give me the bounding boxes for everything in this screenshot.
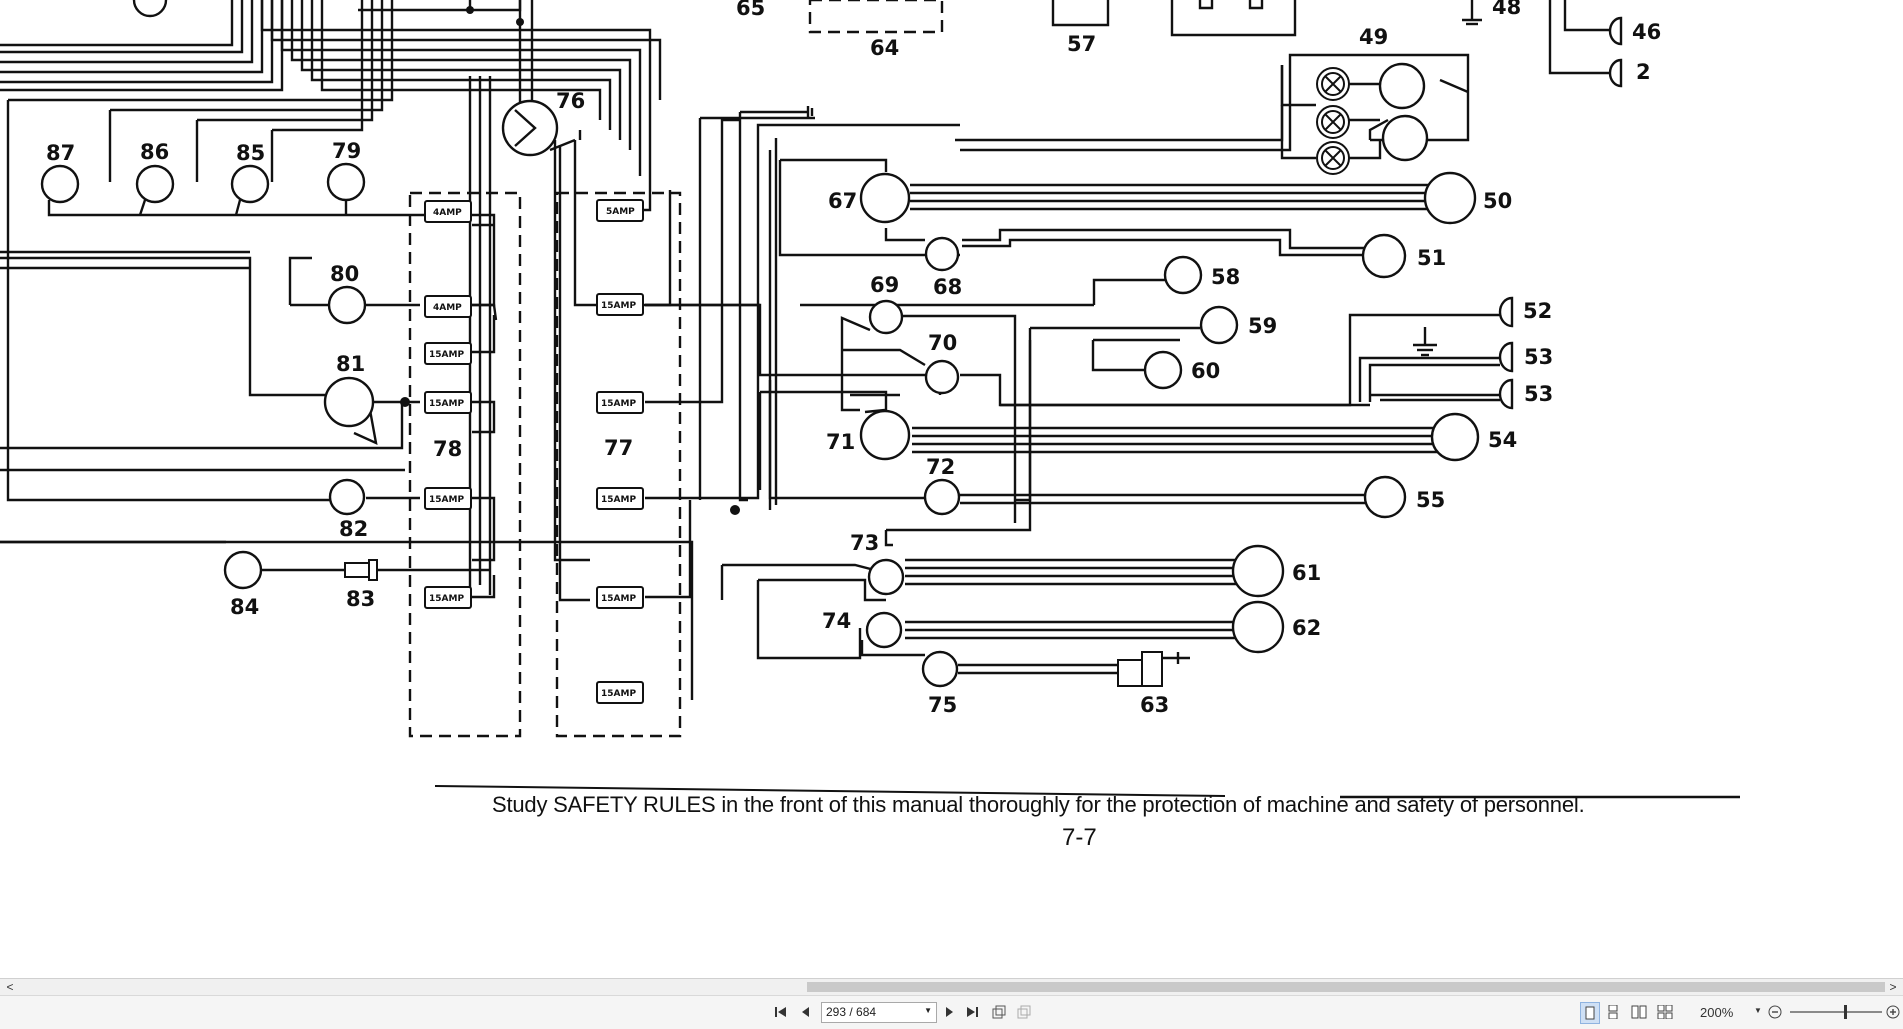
horizontal-scrollbar[interactable]: < > bbox=[0, 978, 1903, 995]
component-label: 71 bbox=[826, 430, 855, 454]
component-label: 81 bbox=[336, 352, 365, 376]
fuse-label: 15AMP bbox=[601, 495, 636, 505]
fuse-label: 15AMP bbox=[601, 689, 636, 699]
component-label: 61 bbox=[1292, 561, 1321, 585]
scroll-left-arrow[interactable]: < bbox=[6, 980, 14, 994]
zoom-out-icon[interactable] bbox=[1766, 1002, 1784, 1022]
single-page-icon[interactable] bbox=[1580, 1002, 1600, 1024]
paste-icon[interactable] bbox=[1015, 1002, 1033, 1022]
component-label: 67 bbox=[828, 189, 857, 213]
safety-caption: Study SAFETY RULES in the front of this … bbox=[492, 792, 1585, 817]
component-label: 58 bbox=[1211, 265, 1240, 289]
component-label: 85 bbox=[236, 141, 265, 165]
component-label: 46 bbox=[1632, 20, 1661, 44]
component-label: 51 bbox=[1417, 246, 1446, 270]
zoom-slider[interactable] bbox=[1790, 1005, 1882, 1019]
component-label: 53 bbox=[1524, 382, 1553, 406]
component-label: 2 bbox=[1636, 60, 1651, 84]
component-label: 73 bbox=[850, 531, 879, 555]
component-label: 77 bbox=[604, 436, 633, 460]
page-label: 7-7 bbox=[1062, 824, 1097, 851]
fuse-label: 4AMP bbox=[433, 208, 462, 218]
chevron-down-icon: ▼ bbox=[924, 1006, 932, 1015]
component-label: 82 bbox=[339, 517, 368, 541]
component-label: 48 bbox=[1492, 0, 1521, 19]
component-label: 80 bbox=[330, 262, 359, 286]
zoom-slider-handle[interactable] bbox=[1844, 1005, 1847, 1019]
component-label: 59 bbox=[1248, 314, 1277, 338]
fuse-label: 15AMP bbox=[601, 399, 636, 409]
fuse-label: 15AMP bbox=[601, 301, 636, 311]
component-label: 49 bbox=[1359, 25, 1388, 49]
first-page-icon[interactable] bbox=[773, 1002, 789, 1022]
component-label: 55 bbox=[1416, 488, 1445, 512]
fuse-label: 15AMP bbox=[429, 495, 464, 505]
zoom-select[interactable]: 200% ▼ bbox=[1694, 1002, 1762, 1022]
component-label: 83 bbox=[346, 587, 375, 611]
component-label: 65 bbox=[736, 0, 765, 20]
component-label: 53 bbox=[1524, 345, 1553, 369]
component-label: 72 bbox=[926, 455, 955, 479]
component-label: 69 bbox=[870, 273, 899, 297]
scroll-thumb[interactable] bbox=[807, 982, 1885, 992]
component-label: 75 bbox=[928, 693, 957, 717]
wiring-diagram: 87 86 85 79 80 81 82 84 83 76 78 77 67 6… bbox=[0, 0, 1740, 799]
component-label: 50 bbox=[1483, 189, 1512, 213]
fuse-label: 15AMP bbox=[429, 594, 464, 604]
component-label: 78 bbox=[433, 437, 462, 461]
two-page-continuous-icon[interactable] bbox=[1656, 1002, 1674, 1022]
component-label: 79 bbox=[332, 139, 361, 163]
component-label: 74 bbox=[822, 609, 851, 633]
two-page-icon[interactable] bbox=[1630, 1002, 1648, 1022]
component-label: 60 bbox=[1191, 359, 1220, 383]
component-label: 87 bbox=[46, 141, 75, 165]
prev-page-icon[interactable] bbox=[797, 1002, 813, 1022]
next-page-icon[interactable] bbox=[942, 1002, 958, 1022]
document-viewport: 87 86 85 79 80 81 82 84 83 76 78 77 67 6… bbox=[0, 0, 1740, 851]
component-label: 54 bbox=[1488, 428, 1517, 452]
component-label: 68 bbox=[933, 275, 962, 299]
fuse-label: 4AMP bbox=[433, 303, 462, 313]
viewer-toolbar: 293 / 684 ▼ 200% ▼ bbox=[0, 995, 1903, 1029]
copy-icon[interactable] bbox=[990, 1002, 1008, 1022]
component-label: 84 bbox=[230, 595, 259, 619]
page-number-select[interactable]: 293 / 684 ▼ bbox=[821, 1002, 937, 1023]
component-label: 57 bbox=[1067, 32, 1096, 56]
component-label: 76 bbox=[556, 89, 585, 113]
zoom-value: 200% bbox=[1700, 1005, 1734, 1020]
component-label: 70 bbox=[928, 331, 957, 355]
chevron-down-icon: ▼ bbox=[1754, 1006, 1762, 1015]
component-label: 63 bbox=[1140, 693, 1169, 717]
fuse-label: 15AMP bbox=[601, 594, 636, 604]
fuse-label: 15AMP bbox=[429, 399, 464, 409]
component-label: 64 bbox=[870, 36, 899, 60]
component-label: 86 bbox=[140, 140, 169, 164]
component-label: 52 bbox=[1523, 299, 1552, 323]
component-label: 62 bbox=[1292, 616, 1321, 640]
page-number-value: 293 / 684 bbox=[826, 1005, 877, 1019]
scroll-right-arrow[interactable]: > bbox=[1889, 980, 1897, 994]
continuous-page-icon[interactable] bbox=[1604, 1002, 1622, 1022]
fuse-label: 5AMP bbox=[606, 207, 635, 217]
last-page-icon[interactable] bbox=[963, 1002, 981, 1022]
zoom-in-icon[interactable] bbox=[1884, 1002, 1902, 1022]
fuse-label: 15AMP bbox=[429, 350, 464, 360]
